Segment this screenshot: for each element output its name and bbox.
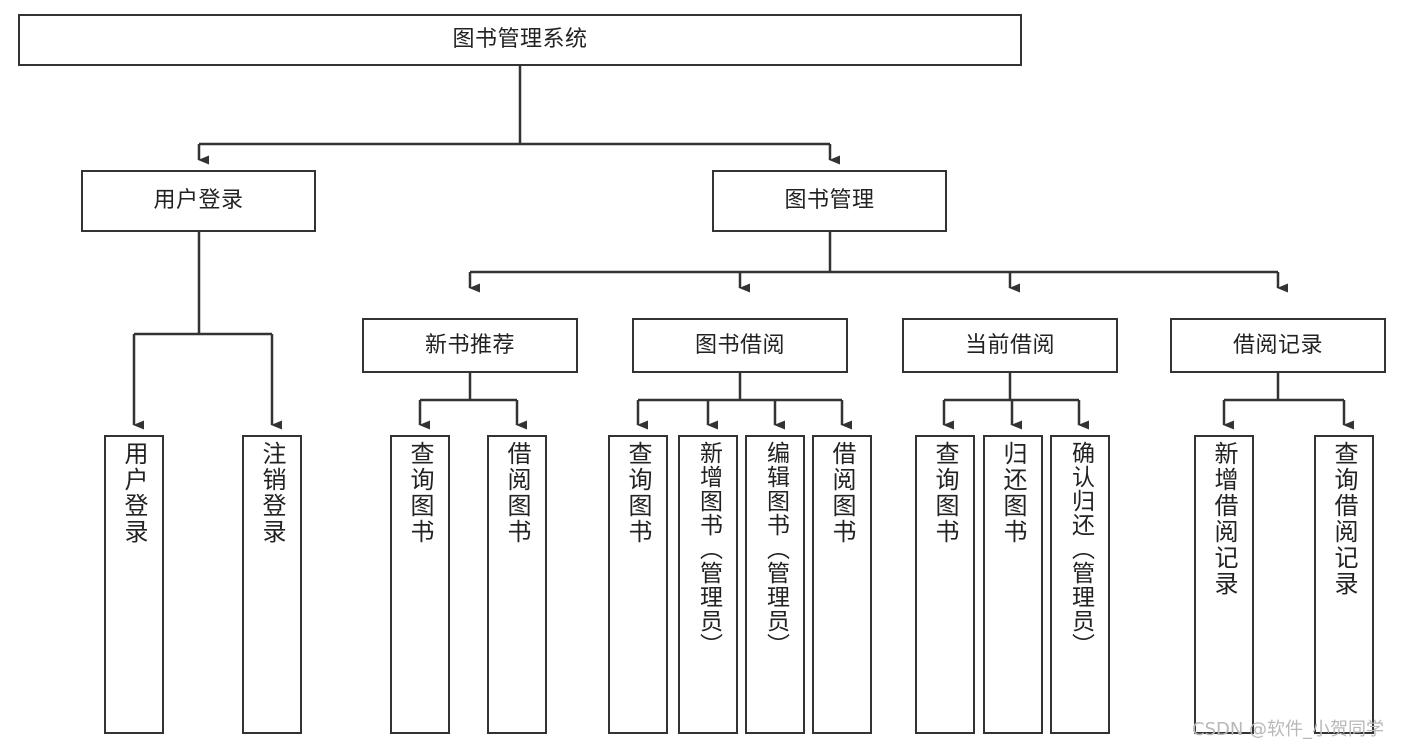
csdn-watermark: CSDN @软件_小贺同学 [1192, 719, 1385, 740]
leaf-record-query-record[interactable]: 查询借阅记录 [1314, 435, 1374, 734]
node-root-system-label: 图书管理系统 [452, 27, 588, 53]
leaf-borrow-edit-book-admin[interactable]: 编辑图书（管理员） [745, 435, 805, 734]
leaf-borrow-borrow-book[interactable]: 借阅图书 [812, 435, 872, 734]
leaf-borrow-edit-book-admin-label: 编辑图书（管理员） [762, 441, 789, 657]
node-new-book-recommend[interactable]: 新书推荐 [362, 318, 578, 373]
leaf-record-add-record-label: 新增借阅记录 [1210, 441, 1238, 597]
leaf-borrow-query-book[interactable]: 查询图书 [608, 435, 668, 734]
node-book-management-label: 图书管理 [784, 188, 875, 214]
leaf-current-query-book-label: 查询图书 [931, 441, 959, 545]
leaf-newbook-borrow-book[interactable]: 借阅图书 [487, 435, 547, 734]
leaf-logout[interactable]: 注销登录 [242, 435, 302, 734]
node-book-management[interactable]: 图书管理 [712, 170, 947, 232]
node-user-login[interactable]: 用户登录 [81, 170, 316, 232]
leaf-newbook-borrow-book-label: 借阅图书 [503, 441, 531, 545]
leaf-current-return-book-label: 归还图书 [999, 441, 1027, 545]
node-root-system[interactable]: 图书管理系统 [18, 14, 1022, 66]
leaf-borrow-borrow-book-label: 借阅图书 [828, 441, 856, 545]
leaf-current-query-book[interactable]: 查询图书 [915, 435, 975, 734]
node-current-borrow-label: 当前借阅 [964, 332, 1055, 358]
leaf-user-login[interactable]: 用户登录 [104, 435, 164, 734]
node-current-borrow[interactable]: 当前借阅 [902, 318, 1118, 373]
leaf-borrow-query-book-label: 查询图书 [624, 441, 652, 545]
leaf-newbook-query-book[interactable]: 查询图书 [390, 435, 450, 734]
node-book-borrow-label: 图书借阅 [694, 332, 785, 358]
node-user-login-label: 用户登录 [153, 188, 244, 214]
node-borrow-record[interactable]: 借阅记录 [1170, 318, 1386, 373]
node-borrow-record-label: 借阅记录 [1232, 332, 1323, 358]
node-new-book-recommend-label: 新书推荐 [424, 332, 515, 358]
leaf-current-confirm-return-admin[interactable]: 确认归还（管理员） [1050, 435, 1110, 734]
leaf-borrow-add-book-admin[interactable]: 新增图书（管理员） [678, 435, 738, 734]
leaf-record-add-record[interactable]: 新增借阅记录 [1194, 435, 1254, 734]
leaf-current-confirm-return-admin-label: 确认归还（管理员） [1067, 441, 1094, 657]
leaf-borrow-add-book-admin-label: 新增图书（管理员） [695, 441, 722, 657]
leaf-newbook-query-book-label: 查询图书 [406, 441, 434, 545]
node-book-borrow[interactable]: 图书借阅 [632, 318, 848, 373]
leaf-user-login-label: 用户登录 [120, 441, 148, 545]
leaf-current-return-book[interactable]: 归还图书 [983, 435, 1043, 734]
leaf-logout-label: 注销登录 [258, 441, 286, 545]
leaf-record-query-record-label: 查询借阅记录 [1330, 441, 1358, 597]
